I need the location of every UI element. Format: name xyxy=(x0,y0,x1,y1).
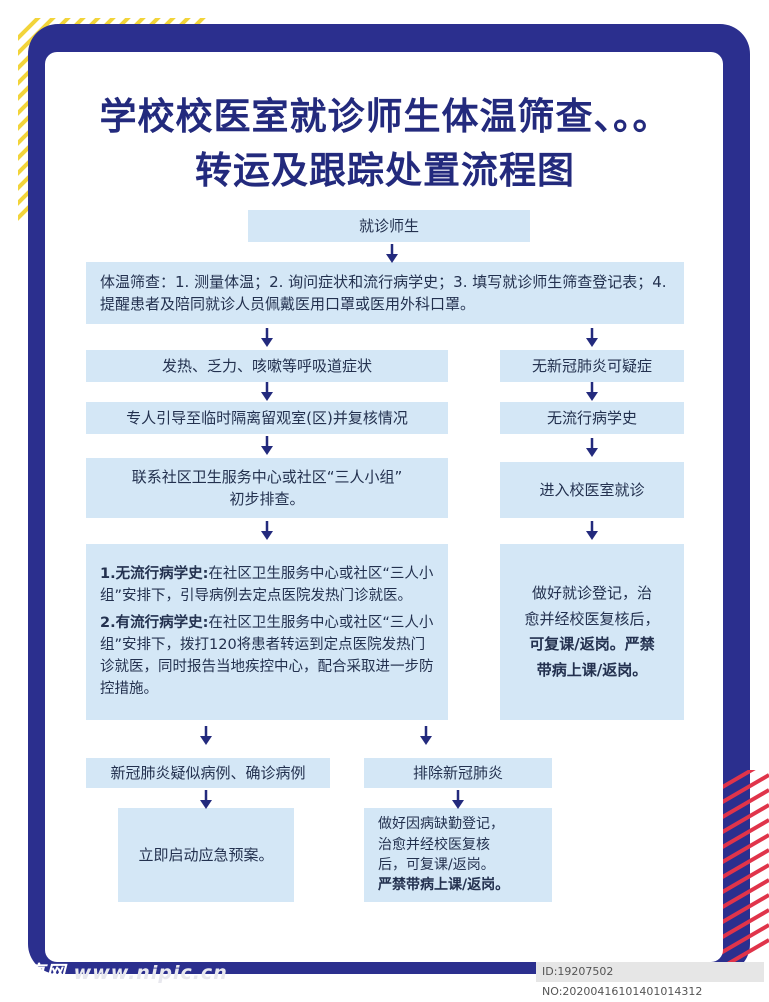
case-2: 2.有流行病学史:在社区卫生服务中心或社区“三人小组”安排下，拨打120将患者转… xyxy=(100,613,434,700)
box-right-action: 做好就诊登记，治 愈并经校医复核后， 可复课/返岗。严禁 带病上课/返岗。 xyxy=(500,544,684,720)
arrow-down-icon xyxy=(586,438,598,457)
excluded-label: 排除新冠肺炎 xyxy=(412,763,503,782)
arrow-down-icon xyxy=(261,382,273,401)
arrow-down-icon xyxy=(200,790,212,809)
visit-label: 进入校医室就诊 xyxy=(539,480,645,499)
arrow-down-icon xyxy=(586,328,598,347)
arrow-down-icon xyxy=(586,521,598,540)
arrow-down-icon xyxy=(200,726,212,745)
watermark-url: www.nipic.cn xyxy=(73,962,228,984)
isolate-label: 专人引导至临时隔离留观室(区)并复核情况 xyxy=(126,408,408,427)
arrow-down-icon xyxy=(386,244,398,263)
box-contact: 联系社区卫生服务中心或社区“三人小组” 初步排查。 xyxy=(86,458,448,518)
right-action-line-4: 带病上课/返岗。 xyxy=(536,660,648,679)
arrow-down-icon xyxy=(586,382,598,401)
symptoms-label: 发热、乏力、咳嗽等呼吸道症状 xyxy=(161,356,372,375)
no-suspect-label: 无新冠肺炎可疑症 xyxy=(531,356,652,375)
box-no-suspect: 无新冠肺炎可疑症 xyxy=(500,350,684,382)
case-1-head: 1.无流行病学史: xyxy=(100,565,209,582)
arrow-down-icon xyxy=(420,726,432,745)
arrow-down-icon xyxy=(452,790,464,809)
watermark-brand-name: 昵享网 xyxy=(6,962,67,984)
contact-line-1: 联系社区卫生服务中心或社区“三人小组” xyxy=(131,467,403,486)
case-2-head: 2.有流行病学史: xyxy=(100,615,209,632)
box-symptoms: 发热、乏力、咳嗽等呼吸道症状 xyxy=(86,350,448,382)
screening-text: 体温筛查：1. 测量体温；2. 询问症状和流行病学史；3. 填写就诊师生筛查登记… xyxy=(100,272,667,314)
title-line-2: 转运及跟踪处置流程图 xyxy=(195,149,575,192)
arrow-down-icon xyxy=(261,328,273,347)
case-1: 1.无流行病学史:在社区卫生服务中心或社区“三人小组”安排下，引导病例去定点医院… xyxy=(100,564,434,608)
watermark-id: ID:19207502 NO:20200416101401014312 xyxy=(536,962,764,998)
arrow-down-icon xyxy=(261,521,273,540)
excluded-action-line-1: 做好因病缺勤登记， xyxy=(378,816,504,833)
box-no-history: 无流行病学史 xyxy=(500,402,684,434)
contact-line-2: 初步排查。 xyxy=(229,490,305,508)
case-1-body: 在社区卫生服务中心或社区“三人小组”安排下，引导病例去定点医院发热门诊就医。 xyxy=(100,565,434,604)
case-2-body: 在社区卫生服务中心或社区“三人小组”安排下，拨打120将患者转运到定点医院发热门… xyxy=(100,615,434,697)
box-screening: 体温筛查：1. 测量体温；2. 询问症状和流行病学史；3. 填写就诊师生筛查登记… xyxy=(86,262,684,324)
box-isolate: 专人引导至临时隔离留观室(区)并复核情况 xyxy=(86,402,448,434)
box-suspected: 新冠肺炎疑似病例、确诊病例 xyxy=(86,758,330,788)
box-excluded-action: 做好因病缺勤登记， 治愈并经校医复核 后，可复课/返岗。 严禁带病上课/返岗。 xyxy=(364,808,552,902)
right-action-line-2: 愈并经校医复核后， xyxy=(524,609,660,628)
box-cases: 1.无流行病学史:在社区卫生服务中心或社区“三人小组”安排下，引导病例去定点医院… xyxy=(86,544,448,720)
box-excluded: 排除新冠肺炎 xyxy=(364,758,552,788)
box-visit: 进入校医室就诊 xyxy=(500,462,684,518)
box-emergency: 立即启动应急预案。 xyxy=(118,808,294,902)
no-history-label: 无流行病学史 xyxy=(546,408,637,427)
excluded-action-line-4: 严禁带病上课/返岗。 xyxy=(378,877,510,894)
arrow-down-icon xyxy=(261,436,273,455)
watermark-brand: 昵享网 www.nipic.cn xyxy=(6,958,228,985)
emergency-label: 立即启动应急预案。 xyxy=(138,845,274,864)
excluded-action-line-3: 后，可复课/返岗。 xyxy=(378,857,495,873)
start-label: 就诊师生 xyxy=(358,216,419,235)
title-line-1: 学校校医室就诊师生体温筛查、。。 xyxy=(99,95,671,138)
box-start: 就诊师生 xyxy=(248,210,530,242)
suspected-label: 新冠肺炎疑似病例、确诊病例 xyxy=(110,763,306,782)
excluded-action-line-2: 治愈并经校医复核 xyxy=(378,836,490,853)
right-action-line-3: 可复课/返岗。严禁 xyxy=(529,635,655,653)
right-action-line-1: 做好就诊登记，治 xyxy=(531,584,652,602)
